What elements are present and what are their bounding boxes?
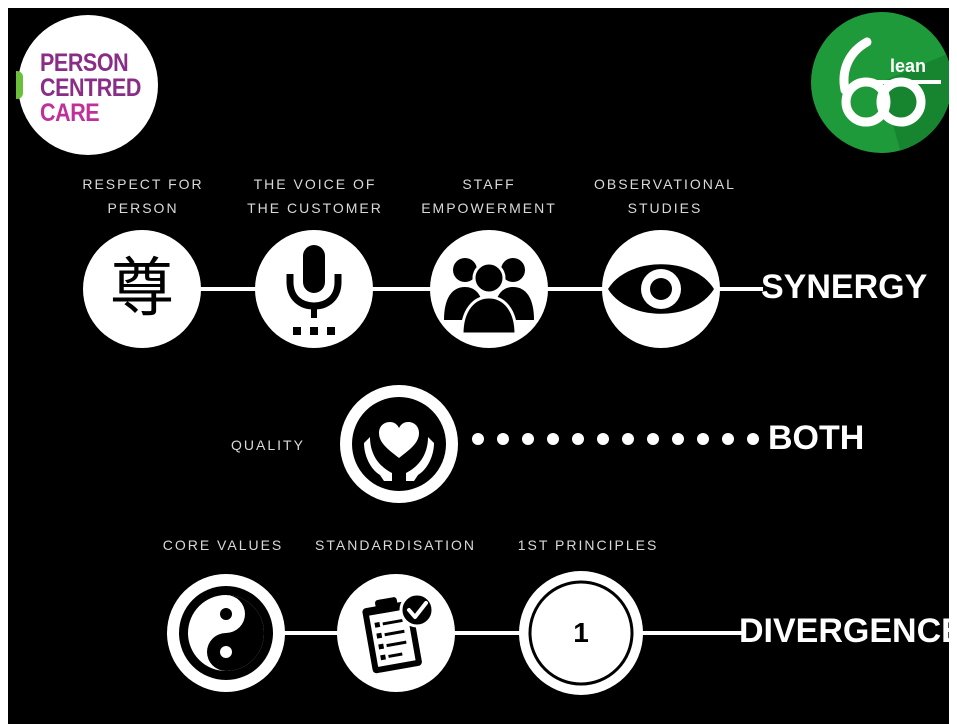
lean-logo: lean <box>811 12 949 153</box>
connector-dot <box>597 433 609 445</box>
observational-studies-node <box>602 230 720 348</box>
logo-text-line-3: CARE <box>40 99 100 127</box>
connector-dot <box>547 433 559 445</box>
connector-dot <box>672 433 684 445</box>
people-group-icon <box>444 258 534 336</box>
logo-text-line-2: CENTRED <box>40 74 141 102</box>
voice-of-customer-node <box>255 230 373 348</box>
both-label: BOTH <box>768 419 865 457</box>
synergy-connector-line <box>88 287 763 291</box>
yin-yang-icon <box>179 586 273 680</box>
number-one-ring <box>528 580 634 686</box>
logo-accent <box>16 71 23 99</box>
divergence-connector-line <box>173 631 743 635</box>
checklist-clipboard-icon <box>362 592 435 674</box>
lean-loops-icon <box>839 37 949 153</box>
person-centred-care-logo: PERSON CENTRED CARE <box>16 15 158 155</box>
heart-in-hands-icon <box>352 397 446 491</box>
label-standardisation: STANDARDISATION <box>315 537 476 553</box>
quality-node <box>340 385 458 503</box>
microphone-icon <box>286 245 342 335</box>
kanji-respect-icon: 尊 <box>110 252 174 326</box>
divergence-label: DIVERGENCE <box>739 612 949 650</box>
staff-empowerment-node <box>430 230 548 348</box>
connector-dot <box>497 433 509 445</box>
connector-dot <box>472 433 484 445</box>
connector-dot <box>572 433 584 445</box>
logo-text-line-1: PERSON <box>40 49 129 77</box>
1st-principles-node: 1 <box>519 571 643 695</box>
connector-dot <box>522 433 534 445</box>
connector-dot <box>647 433 659 445</box>
synergy-label: SYNERGY <box>761 268 928 306</box>
label-quality: QUALITY <box>231 437 305 453</box>
connector-dot <box>697 433 709 445</box>
standardisation-node <box>337 574 455 692</box>
connector-dot <box>722 433 734 445</box>
number-one-icon: 1 <box>573 617 589 648</box>
label-1st-principles: 1ST PRINCIPLES <box>517 537 659 553</box>
respect-for-person-node: 尊 <box>83 230 201 348</box>
label-core-values: CORE VALUES <box>162 537 284 553</box>
core-values-node <box>167 574 285 692</box>
connector-dot <box>622 433 634 445</box>
eye-icon <box>608 264 714 314</box>
connector-dot <box>747 433 759 445</box>
lean-logo-text: lean <box>890 56 927 76</box>
